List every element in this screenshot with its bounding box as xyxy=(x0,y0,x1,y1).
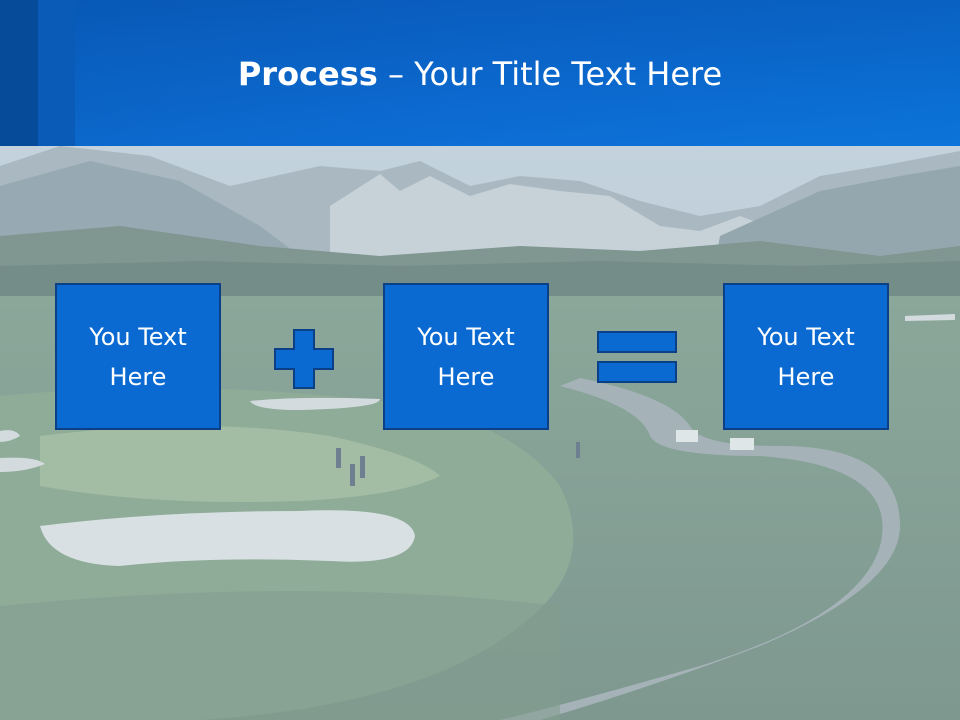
background-photo xyxy=(0,146,960,720)
golf-course-landscape xyxy=(0,146,960,720)
plus-icon xyxy=(274,329,334,389)
equals-icon xyxy=(597,331,677,383)
process-result[interactable]: You Text Here xyxy=(723,283,889,430)
title-rest: – Your Title Text Here xyxy=(377,55,723,93)
header-gradient xyxy=(75,0,960,146)
step-2-label: You Text Here xyxy=(417,322,515,391)
header-accent-mid xyxy=(38,0,75,146)
title-bar: Process – Your Title Text Here xyxy=(0,0,960,146)
result-label: You Text Here xyxy=(757,322,855,391)
header-accent-dark xyxy=(0,0,38,146)
slide-title: Process – Your Title Text Here xyxy=(0,52,960,96)
process-step-1[interactable]: You Text Here xyxy=(55,283,221,430)
process-step-2[interactable]: You Text Here xyxy=(383,283,549,430)
title-bold: Process xyxy=(237,55,378,93)
step-1-label: You Text Here xyxy=(89,322,187,391)
